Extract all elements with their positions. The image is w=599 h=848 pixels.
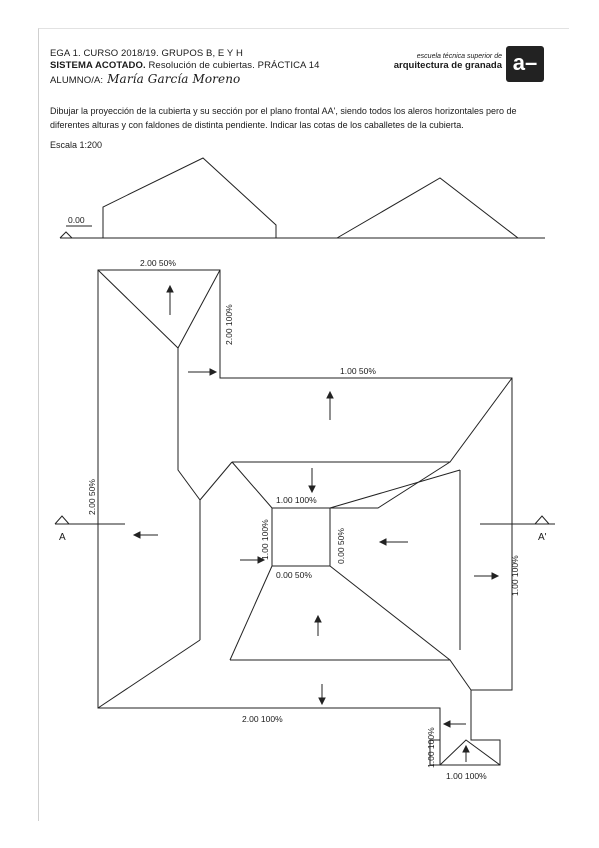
wing-ridge-valley [177, 348, 201, 640]
practice-title: SISTEMA ACOTADO. Resolución de cubiertas… [50, 60, 319, 71]
section-label-a: A [59, 532, 66, 543]
label-upper-right: 2.00 100% [224, 304, 234, 345]
arrow-up-icon [314, 614, 322, 636]
court-inner-left [199, 461, 233, 501]
arrow-down-icon [308, 468, 316, 494]
school-logo: a– [506, 46, 544, 82]
practice-system: SISTEMA ACOTADO. [50, 60, 146, 71]
courtyard [271, 507, 331, 567]
arrow-up-icon [166, 284, 174, 315]
instructions-text: Dibujar la proyección de la cubierta y s… [50, 106, 517, 130]
arrow-right-icon [240, 556, 266, 564]
paper-sheet [38, 28, 569, 821]
label-court-top: 1.00 100% [276, 495, 317, 505]
label-court-right: 0.00 50% [336, 528, 346, 564]
corner-hip-bl [97, 639, 201, 709]
label-bottom-eave: 2.00 100% [242, 714, 283, 724]
label-court-bottom: 0.00 50% [276, 570, 312, 580]
section-cut-left-icon [54, 515, 70, 525]
small-block-hips [439, 739, 501, 766]
school-name: arquitectura de granada [393, 60, 502, 71]
label-top-left: 2.00 50% [140, 258, 176, 268]
student-label: ALUMNO/A: [50, 75, 104, 86]
arrow-down-icon [318, 684, 326, 706]
court-hip-tr [329, 469, 461, 509]
section-profile-left [102, 157, 277, 238]
school-block: escuela técnica superior de arquitectura… [388, 53, 502, 71]
level-label: 0.00 [68, 215, 85, 225]
arrow-up-icon [326, 390, 334, 420]
label-small-bottom: 1.00 100% [446, 771, 487, 781]
school-subtitle: escuela técnica superior de [416, 53, 502, 60]
label-small-left: 1.00 100% [426, 727, 436, 768]
court-hips-top [231, 461, 451, 509]
section-profile-right [336, 177, 519, 239]
section-cut-right-icon [534, 515, 550, 525]
ridge-bottom [230, 659, 472, 691]
label-left-eave: 2.00 50% [87, 479, 97, 515]
label-right-eave: 1.00 100% [510, 555, 520, 596]
label-middle-top: 1.00 50% [340, 366, 376, 376]
arrow-left-icon [132, 531, 158, 539]
student-signature: María García Moreno [107, 72, 241, 86]
section-label-a-prime: A' [538, 532, 547, 543]
arrow-up-icon [462, 744, 470, 762]
course-header: EGA 1. CURSO 2018/19. GRUPOS B, E Y H [50, 48, 243, 59]
roof-plan-outline [97, 269, 513, 766]
practice-subtitle: Resolución de cubiertas. PRÁCTICA 14 [148, 60, 320, 71]
court-hip-bl [229, 565, 273, 661]
level-marker-icon [59, 231, 73, 239]
ridge-top [232, 377, 513, 463]
label-court-left: 1.00 100% [260, 519, 270, 560]
wing-ridge-left [97, 269, 221, 349]
arrow-left-icon [442, 720, 466, 728]
court-hip-br [329, 565, 451, 661]
arrow-left-icon [378, 538, 408, 546]
arrow-right-icon [474, 572, 500, 580]
student-row: ALUMNO/A:María García Moreno [50, 72, 240, 86]
arrow-right-icon [188, 368, 218, 376]
scale-label: Escala 1:200 [50, 140, 103, 150]
